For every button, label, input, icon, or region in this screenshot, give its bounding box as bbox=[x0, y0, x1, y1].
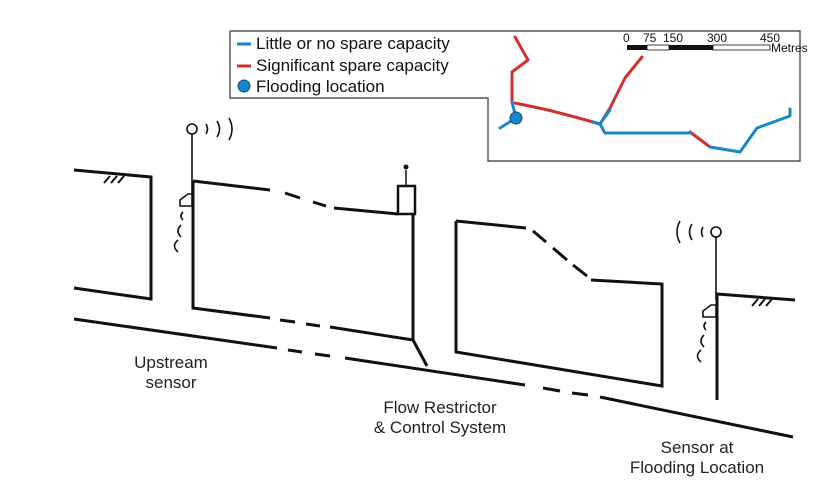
upstream-sensor-label-line2: sensor bbox=[145, 373, 197, 392]
legend-label-significant-capacity: Significant spare capacity bbox=[256, 56, 449, 75]
inset-map-frame bbox=[229, 30, 801, 162]
inset-map bbox=[229, 30, 801, 162]
flooding-sensor-antenna-icon bbox=[710, 226, 722, 238]
legend-symbol-flooding-location bbox=[237, 79, 251, 93]
flooding-sensor-label: Sensor at Flooding Location bbox=[612, 438, 782, 478]
scale-tick-450: 450 bbox=[760, 31, 781, 45]
ground-hatch bbox=[103, 175, 773, 307]
upstream-sensor bbox=[173, 117, 233, 253]
downstream-chamber bbox=[715, 292, 796, 400]
scale-unit-label: Metres bbox=[771, 41, 808, 55]
scale-tick-75: 75 bbox=[643, 31, 657, 45]
pipe-invert-line bbox=[73, 317, 794, 439]
middle-chamber bbox=[454, 219, 664, 388]
flow-restrictor-label-line2: & Control System bbox=[373, 418, 507, 437]
upstream-chamber bbox=[73, 168, 429, 367]
upstream-sensor-antenna-icon bbox=[186, 123, 198, 135]
scale-tick-150: 150 bbox=[663, 31, 684, 45]
flow-restrictor-label: Flow Restrictor & Control System bbox=[355, 398, 525, 438]
legend-label-flooding-location: Flooding location bbox=[256, 77, 385, 96]
upstream-sensor-label-line1: Upstream bbox=[134, 353, 208, 372]
flooding-location-sensor bbox=[676, 220, 722, 363]
flooding-location-marker bbox=[509, 111, 523, 125]
network-little-capacity bbox=[498, 100, 792, 154]
flooding-sensor-label-line2: Flooding Location bbox=[629, 458, 765, 477]
sewer-profile bbox=[73, 164, 796, 439]
flow-restrictor-label-line1: Flow Restrictor bbox=[383, 398, 497, 417]
scale-bar bbox=[627, 44, 771, 51]
upstream-sensor-head-icon bbox=[179, 193, 193, 207]
flooding-sensor-head-icon bbox=[702, 304, 717, 318]
flooding-sensor-label-line1: Sensor at bbox=[660, 438, 734, 457]
scale-tick-300: 300 bbox=[707, 31, 728, 45]
legend-label-little-capacity: Little or no spare capacity bbox=[256, 34, 450, 53]
control-box bbox=[396, 184, 417, 216]
upstream-sensor-label: Upstream sensor bbox=[110, 353, 232, 393]
scale-tick-0: 0 bbox=[623, 31, 630, 45]
